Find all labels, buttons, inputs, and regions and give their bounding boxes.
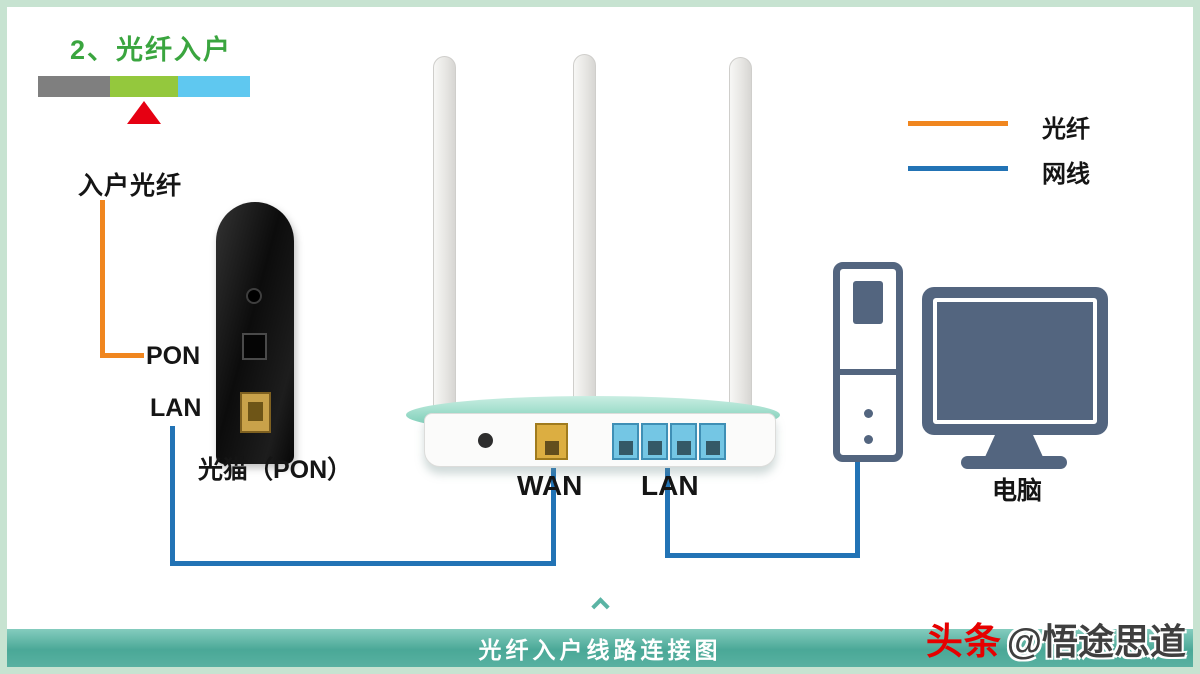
ethernet-line-router-up [551,468,556,566]
computer-label: 电脑 [992,477,1043,505]
router-lan-label: LAN [641,470,699,501]
legend-fiber-swatch [908,121,1008,126]
monitor-stand-neck [985,434,1043,457]
banner-title: 光纤入户线路连接图 [478,637,722,663]
monitor-stand-base [961,456,1067,469]
router-lan-port-1 [612,423,639,460]
progress-segment-next [178,76,250,97]
router-wan-port [535,423,568,460]
ethernet-line-modem-across [170,561,556,566]
router-reset-button [478,433,493,448]
progress-indicator-triangle [127,101,161,124]
fiber-line-horizontal [100,353,144,358]
watermark-brand: 头条 [925,621,1002,662]
router-lan-port-3 [670,423,697,460]
progress-segment-previous [38,76,110,97]
modem-button [246,288,262,304]
wireless-router [424,413,776,467]
tower-button-2 [864,435,873,444]
legend-ethernet-label: 网线 [1042,161,1090,188]
fiber-line-vertical [100,200,105,358]
router-lan-port-4-slot [705,441,720,455]
computer-tower [833,262,903,462]
computer-monitor [922,287,1108,435]
ethernet-line-modem-down [170,426,175,566]
legend-fiber-label: 光纤 [1042,116,1090,143]
modem-pon-port-label: PON [146,342,201,370]
modem-lan-port-label: LAN [150,394,202,422]
ethernet-line-computer-up [855,462,860,558]
incoming-fiber-label: 入户光纤 [78,172,183,200]
modem-lan-port-slot [248,402,263,421]
progress-bar [38,76,250,97]
chevron-up-icon [591,597,610,616]
modem-pon-port [242,333,267,360]
router-antenna-middle [573,54,596,420]
router-antenna-left [433,56,456,420]
modem-lan-port [240,392,271,433]
router-lan-port-3-slot [676,441,691,455]
router-wan-label: WAN [517,470,583,501]
ethernet-line-router-down [665,468,670,558]
tower-divider [840,369,896,375]
monitor-screen [933,298,1097,424]
watermark: 头条 @悟途思道 [926,611,1186,665]
modem-name-label: 光猫（PON） [198,456,353,484]
legend-ethernet-swatch [908,166,1008,171]
router-wan-port-slot [544,441,559,455]
ethernet-line-computer-across [665,553,860,558]
progress-segment-current [110,76,178,97]
footer-banner: 光纤入户线路连接图 [7,629,1193,667]
router-lan-port-2 [641,423,668,460]
tower-drive-bay [853,281,883,324]
optical-modem [216,202,294,464]
router-lan-port-1-slot [618,441,633,455]
router-antenna-right [729,57,752,420]
step-title: 2、光纤入户 [70,35,233,65]
router-lan-port-4 [699,423,726,460]
watermark-handle: @悟途思道 [1006,621,1186,662]
tower-button-1 [864,409,873,418]
router-lan-port-2-slot [647,441,662,455]
